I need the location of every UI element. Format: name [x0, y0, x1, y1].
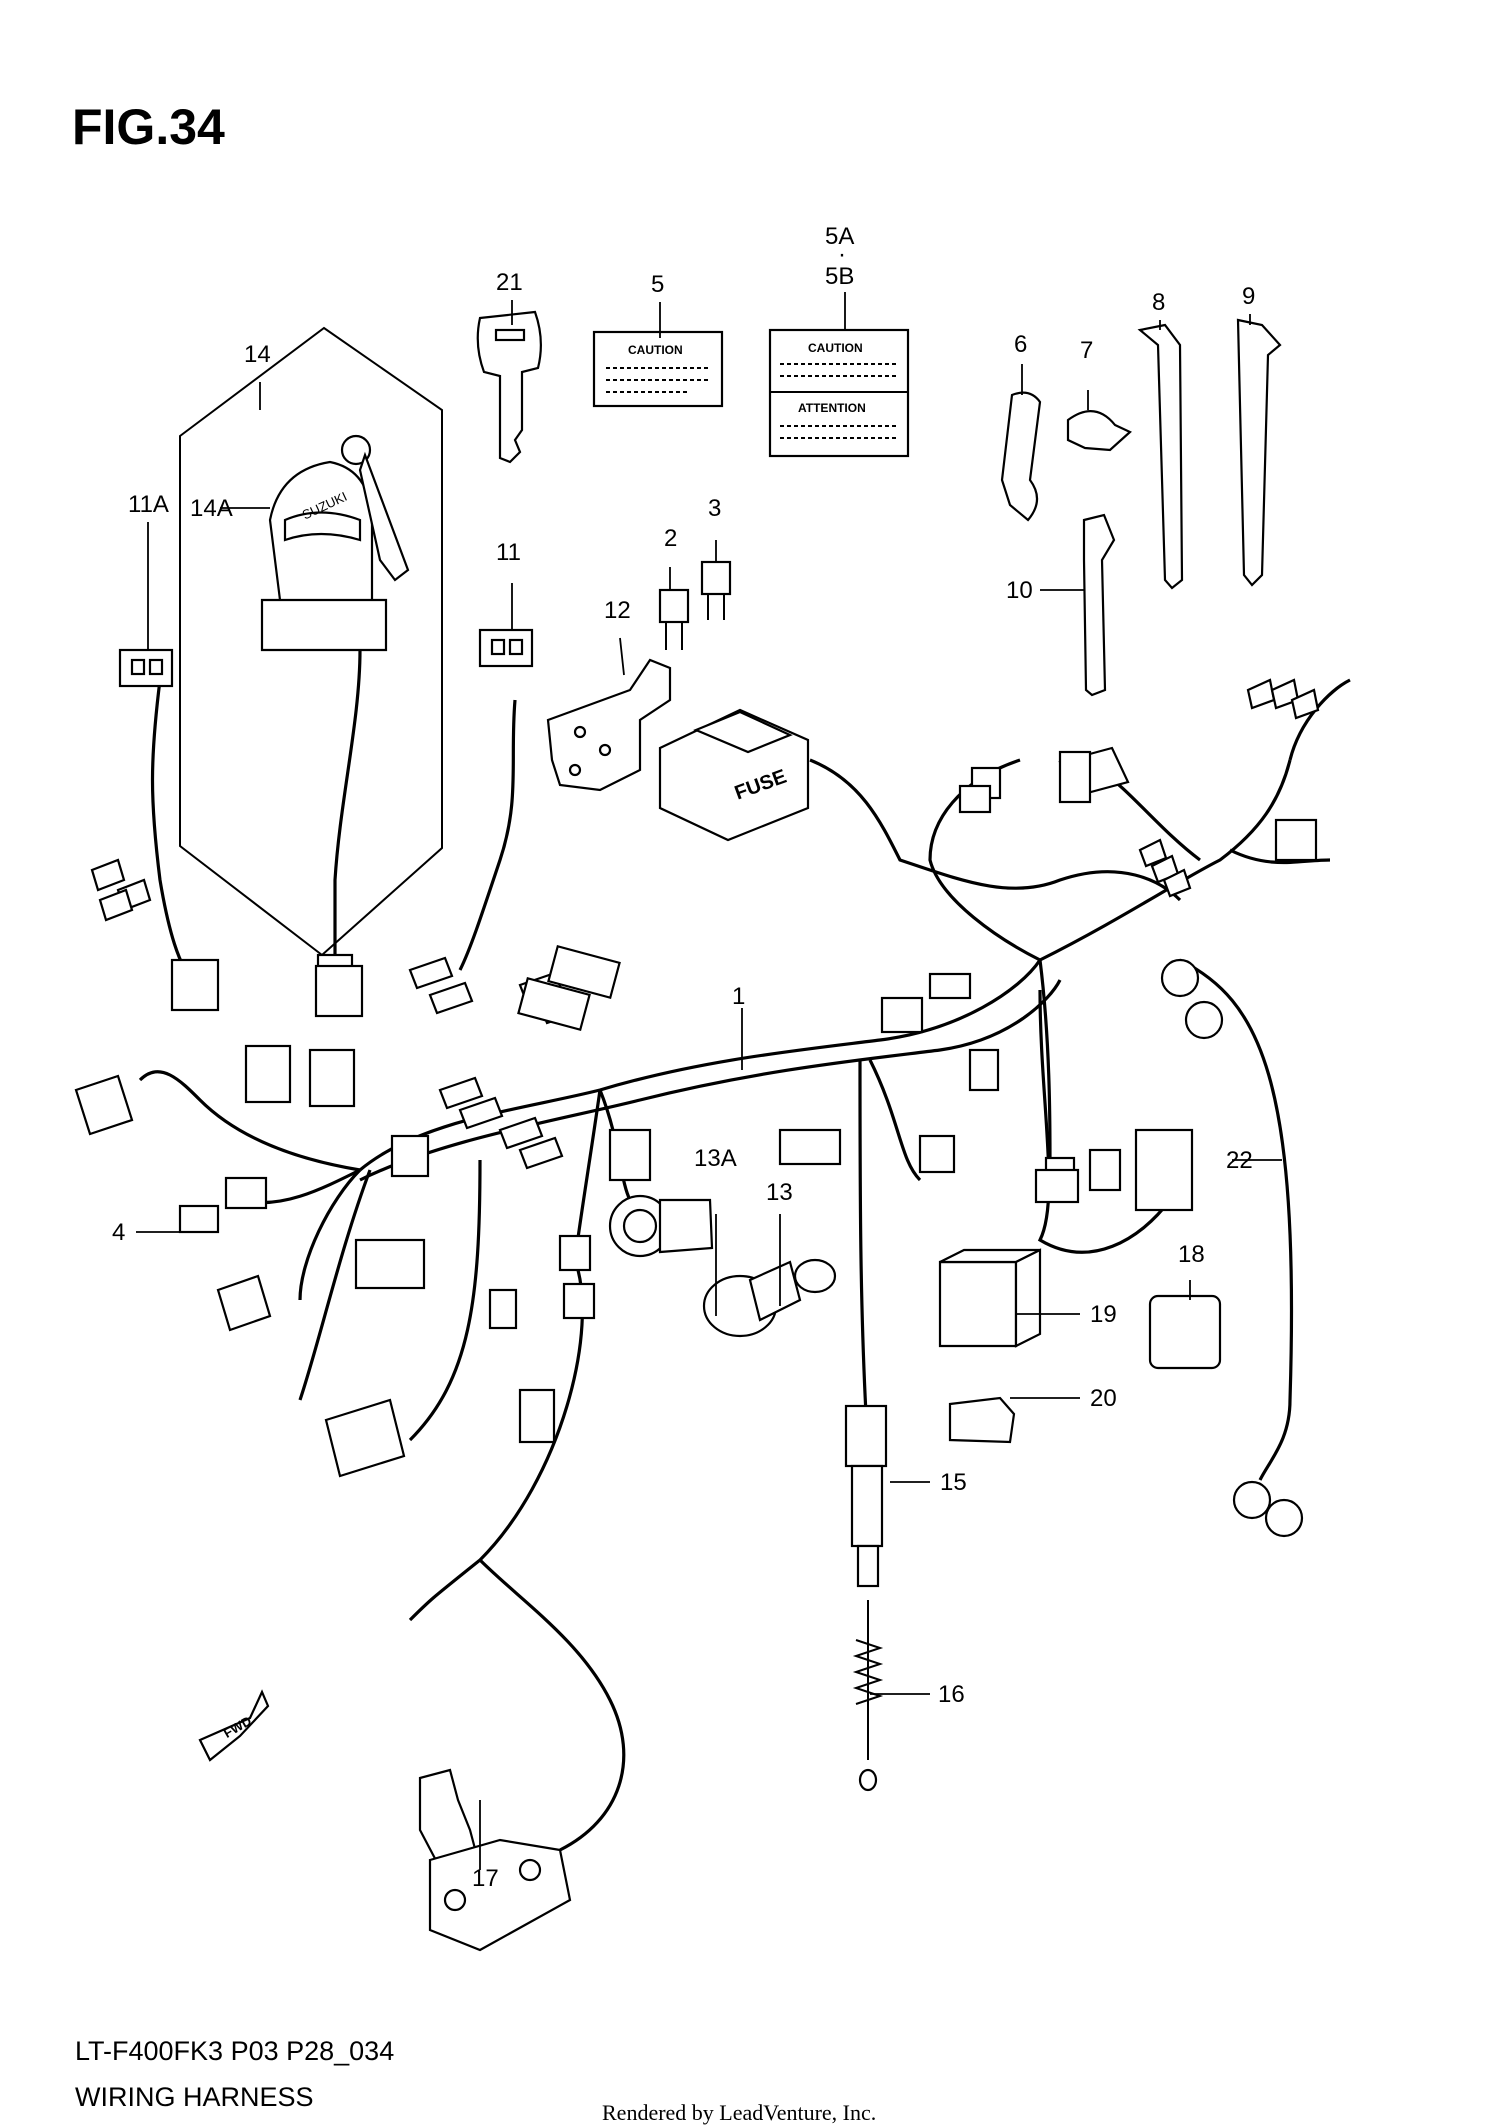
- callout-4: 4: [112, 1219, 125, 1246]
- callout-1: 1: [732, 983, 745, 1010]
- callout-14a: 14A: [190, 495, 233, 522]
- diagram-name: WIRING HARNESS: [75, 2082, 314, 2112]
- callout-2: 2: [664, 525, 677, 552]
- caution-label: CAUTION: [592, 330, 724, 408]
- callout-12: 12: [604, 597, 631, 624]
- callout-19: 19: [1090, 1301, 1117, 1328]
- callout-17: 17: [472, 1865, 499, 1892]
- ignition-switch-group: SUZUKI: [179, 326, 443, 1007]
- callout-11: 11: [496, 539, 521, 566]
- callout-3: 3: [708, 495, 721, 522]
- callout-18: 18: [1178, 1241, 1205, 1268]
- fuse-3: [700, 560, 732, 620]
- callout-6: 6: [1014, 331, 1027, 358]
- callout-9: 9: [1242, 283, 1255, 310]
- callout-5b: 5B: [825, 263, 854, 290]
- cable-tie-8: [1137, 323, 1184, 590]
- rendered-by-credit: Rendered by LeadVenture, Inc.: [602, 2100, 877, 2125]
- switch-13a: [608, 1194, 714, 1258]
- callout-14: 14: [244, 341, 271, 368]
- model-code: LT-F400FK3 P03 P28_034: [75, 2036, 395, 2066]
- callout-13a: 13A: [694, 1145, 737, 1172]
- callout-7: 7: [1080, 337, 1093, 364]
- temperature-sensor-15: [844, 1404, 888, 1588]
- switch-13: [702, 1258, 837, 1338]
- wire-clamp: [1066, 410, 1132, 452]
- connector-4: [178, 1176, 268, 1234]
- multi-pin-connectors-left: [74, 1044, 518, 1478]
- gear-position-switch-17: [418, 1388, 626, 1952]
- callout-8: 8: [1152, 289, 1165, 316]
- callout-11a: 11A: [128, 491, 169, 518]
- leader-lines: [136, 292, 1282, 1870]
- ignition-switch: SUZUKI: [260, 434, 410, 1007]
- caution-attention-label: CAUTION ATTENTION: [768, 328, 910, 458]
- attention-label-text: ATTENTION: [798, 401, 866, 415]
- terminal-caps-22: [1160, 958, 1304, 1538]
- callout-20: 20: [1090, 1385, 1117, 1412]
- cable-tie-9: [1236, 318, 1282, 587]
- cable-tie-10: [1082, 513, 1116, 697]
- ignition-key: [476, 310, 542, 464]
- connector-11: [478, 628, 534, 668]
- callout-10: 10: [1006, 577, 1033, 604]
- bullet-connectors-left: [90, 858, 364, 1018]
- callout-13: 13: [766, 1179, 793, 1206]
- relay-connectors-center: [517, 944, 652, 1320]
- bracket-20: [948, 1396, 1016, 1444]
- figure-title: FIG.34: [72, 99, 225, 155]
- callout-22: 22: [1226, 1147, 1253, 1174]
- spring-16: [852, 1600, 884, 1792]
- caution-label-text-2: CAUTION: [808, 341, 863, 355]
- connector-11a: [118, 648, 174, 688]
- relay-19: [938, 1248, 1042, 1348]
- callout-numbers: 1 2 3 4 5 5A · 5B 6 7 8 9 10 11 11A 12 1…: [112, 223, 1255, 1892]
- callout-5a: 5A: [825, 223, 854, 250]
- callout-5-dot: ·: [838, 241, 846, 268]
- harness-clamp: [1000, 391, 1042, 522]
- fuse-2: [658, 588, 690, 650]
- callout-21: 21: [496, 269, 523, 296]
- relay-18: [1148, 1294, 1222, 1370]
- callout-5: 5: [651, 271, 664, 298]
- connectors-right: [778, 678, 1320, 1212]
- fuse-box-bracket: [546, 658, 672, 792]
- fuse-box: FUSE: [658, 708, 810, 842]
- group-box-outline: [179, 326, 443, 957]
- callout-16: 16: [938, 1681, 965, 1708]
- caution-label-text: CAUTION: [628, 343, 683, 357]
- forward-arrow: FWD: [198, 1689, 270, 1762]
- callout-15: 15: [940, 1469, 967, 1496]
